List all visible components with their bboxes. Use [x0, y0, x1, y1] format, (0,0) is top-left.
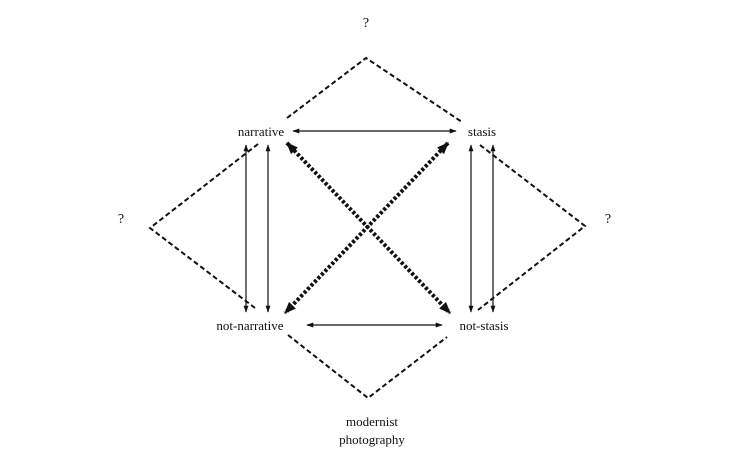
- node-not-stasis: not-stasis: [459, 318, 508, 333]
- node-stasis: stasis: [468, 124, 496, 139]
- top-question-mark: ?: [363, 16, 369, 31]
- top-dashed-diamond: [286, 56, 463, 123]
- diagonal-arrow-stasis-notnarrative: [283, 141, 450, 315]
- bottom-label-line1: modernist: [346, 414, 398, 429]
- bottom-dashed-diamond: [287, 334, 448, 400]
- right-dashed-diamond: [477, 144, 587, 311]
- bottom-label-line2: photography: [339, 432, 405, 447]
- left-question-mark: ?: [118, 212, 124, 227]
- right-question-mark: ?: [605, 212, 611, 227]
- left-dashed-diamond: [148, 143, 259, 309]
- node-not-narrative: not-narrative: [216, 318, 283, 333]
- node-narrative: narrative: [238, 124, 284, 139]
